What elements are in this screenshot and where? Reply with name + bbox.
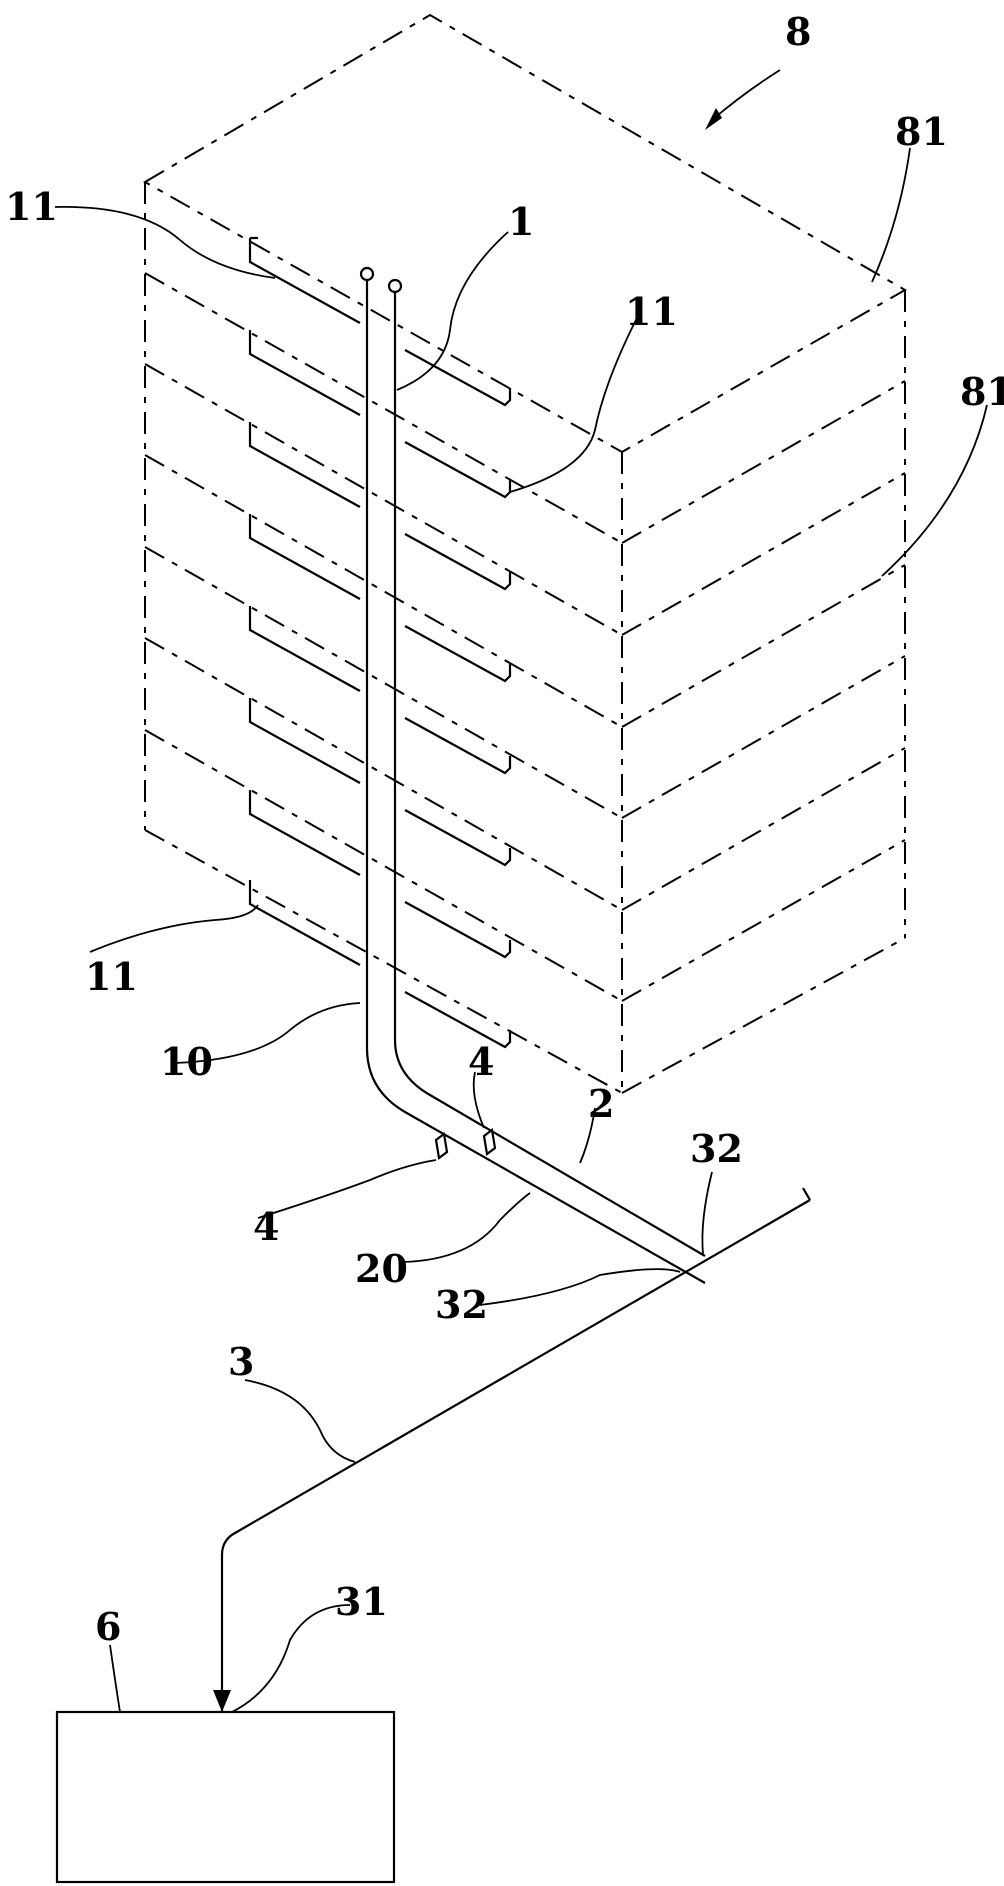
label-pipe-main: 1 bbox=[508, 199, 534, 244]
label-inlet: 31 bbox=[335, 1579, 388, 1624]
valve-right bbox=[482, 1128, 497, 1156]
label-riser: 10 bbox=[160, 1039, 213, 1084]
label-valve-left: 4 bbox=[253, 1204, 279, 1249]
riser-right-wall bbox=[393, 292, 706, 1257]
label-branch-pipe: 20 bbox=[355, 1246, 408, 1291]
label-valve-right: 4 bbox=[468, 1039, 494, 1084]
building-bottom-right bbox=[621, 937, 906, 1094]
main-line-path bbox=[220, 1199, 811, 1712]
label-floor-top: 81 bbox=[895, 109, 948, 154]
inlet-arrow-icon bbox=[213, 1690, 231, 1712]
floor-dividers-left bbox=[144, 272, 623, 1002]
label-branch: 2 bbox=[588, 1081, 614, 1126]
label-tank: 6 bbox=[95, 1604, 121, 1649]
riser-top-cap-left bbox=[359, 266, 375, 282]
building-block bbox=[142, 13, 908, 1094]
label-junction-right: 32 bbox=[690, 1126, 743, 1171]
leader-lines bbox=[54, 69, 988, 1713]
main-line bbox=[213, 1187, 811, 1712]
label-building: 8 bbox=[785, 9, 811, 54]
label-outlet-bottom-left: 11 bbox=[85, 954, 138, 999]
label-junction-left: 32 bbox=[435, 1282, 488, 1327]
outlet-slots bbox=[248, 236, 512, 1049]
valve-left bbox=[434, 1132, 449, 1160]
label-floor-side: 81 bbox=[960, 369, 1004, 414]
riser-pipe bbox=[359, 266, 706, 1284]
label-main-line: 3 bbox=[228, 1339, 254, 1384]
riser-left-wall bbox=[365, 280, 706, 1284]
tank-box bbox=[55, 1710, 396, 1884]
floor-dividers-right bbox=[621, 380, 906, 1002]
label-outlet-middle: 11 bbox=[625, 289, 678, 334]
riser-top-cap-right bbox=[387, 278, 403, 294]
label-outlet-top-left: 11 bbox=[5, 184, 58, 229]
building-arrow-icon bbox=[705, 108, 722, 130]
reference-labels: 8 81 81 1 11 11 11 10 4 4 2 20 32 32 3 3… bbox=[5, 9, 1004, 1649]
